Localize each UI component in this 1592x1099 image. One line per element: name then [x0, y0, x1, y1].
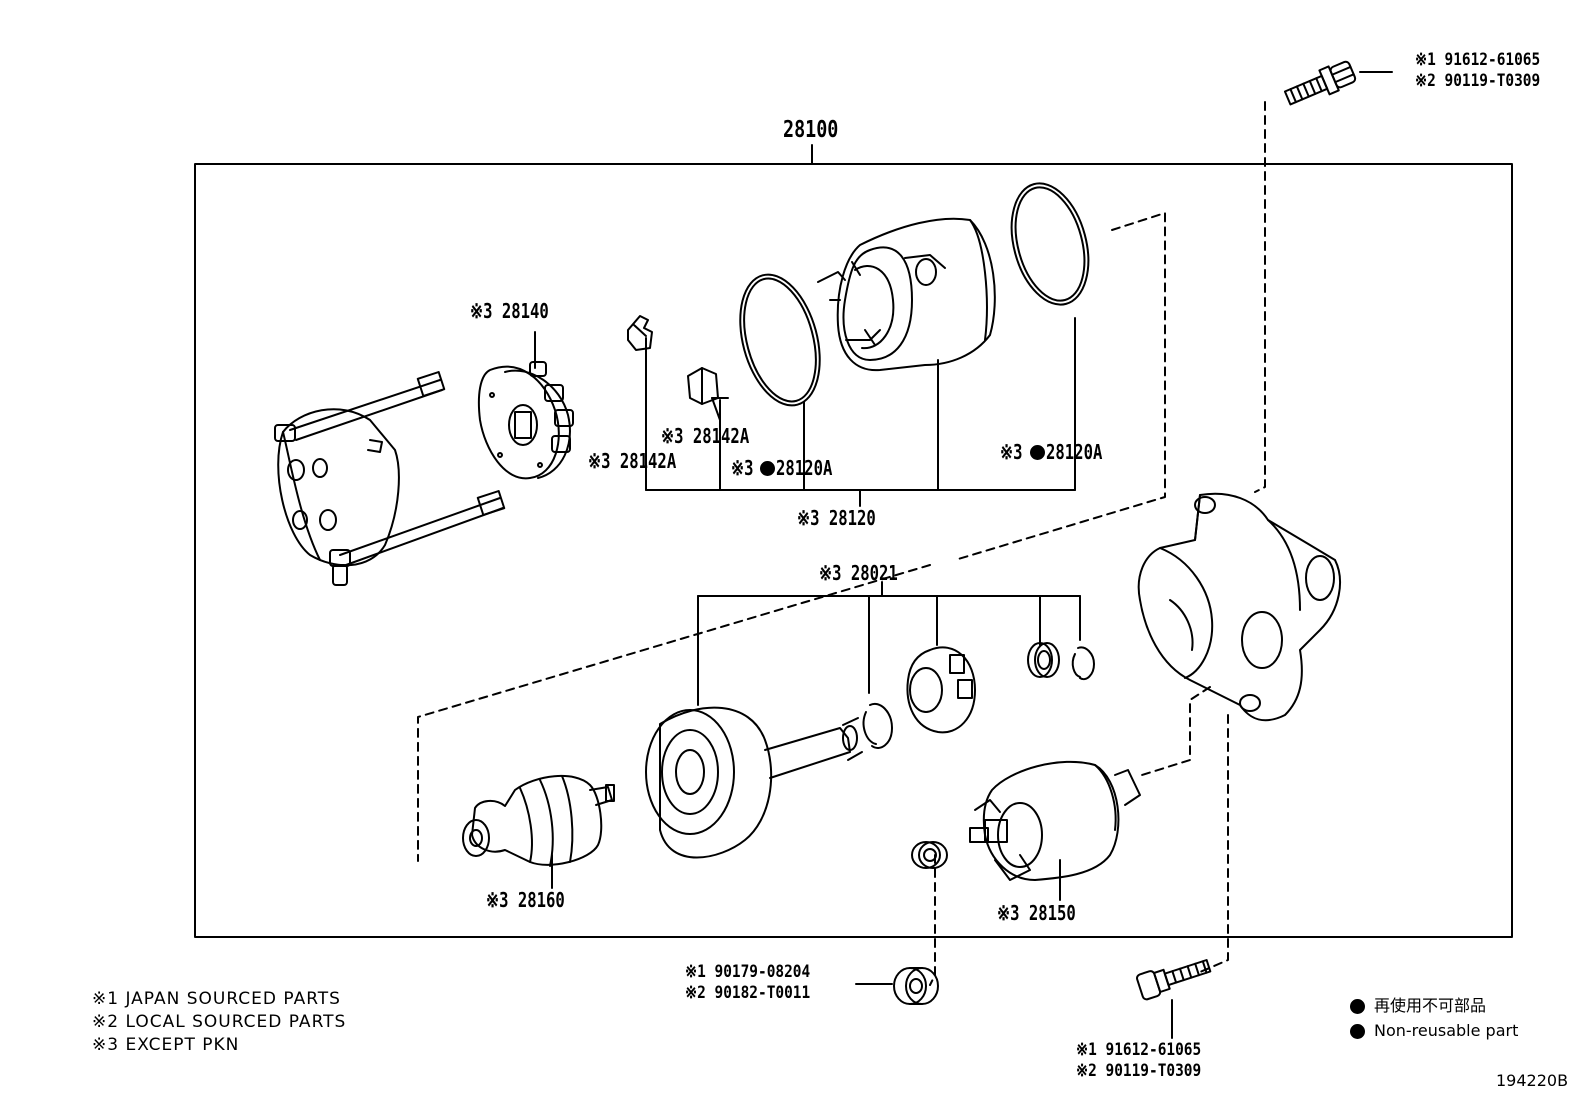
assembly-frame — [194, 163, 1513, 938]
bolt-top-line1: ※1 91612-61065 — [1415, 50, 1541, 70]
bolt-bottom-part-numbers[interactable]: ※1 91612-61065 ※2 90119-T0309 — [1076, 1040, 1201, 1082]
legend-dot-en — [1350, 1024, 1365, 1039]
figure-code: 194220B — [1496, 1071, 1569, 1090]
leader-28142a-upper — [711, 397, 721, 421]
label-28120a-right-prefix: ※3 — [1000, 440, 1023, 464]
o-ring-left-icon — [739, 273, 821, 407]
drive-housing-icon — [1137, 492, 1341, 722]
dashed-guides — [417, 101, 1266, 986]
label-28150[interactable]: ※3 28150 — [997, 901, 1076, 925]
label-28120a-left[interactable]: 28120A — [776, 456, 833, 480]
nut-line2: ※2 90182-T0011 — [685, 983, 811, 1003]
brush-icon — [687, 367, 729, 405]
label-28021[interactable]: ※3 28021 — [819, 561, 898, 585]
nut-line1: ※1 90179-08204 — [685, 962, 811, 982]
collar-icon — [1027, 642, 1060, 678]
assembly-number[interactable]: 28100 — [783, 117, 839, 143]
leader-28021-group — [697, 581, 1081, 706]
bolt-top-part-numbers[interactable]: ※1 91612-61065 ※2 90119-T0309 — [1415, 50, 1540, 92]
note-1: ※1 JAPAN SOURCED PARTS — [92, 989, 341, 1009]
non-reusable-mark-right — [1030, 445, 1045, 460]
snap-ring-icon — [862, 702, 893, 749]
bolt-top-icon — [1283, 60, 1357, 106]
o-ring-right-inner — [1014, 186, 1086, 302]
bolt-bottom-line1: ※1 91612-61065 — [1076, 1040, 1202, 1060]
note-2: ※2 LOCAL SOURCED PARTS — [92, 1012, 347, 1032]
brush-holder-icon — [477, 361, 574, 480]
end-frame-icon — [274, 371, 506, 586]
label-28120a-left-prefix: ※3 — [731, 456, 754, 480]
label-28142a-lower[interactable]: ※3 28142A — [588, 449, 677, 473]
label-28160[interactable]: ※3 28160 — [486, 888, 565, 912]
label-28140[interactable]: ※3 28140 — [470, 299, 549, 323]
label-28120a-right[interactable]: 28120A — [1046, 440, 1103, 464]
o-ring-left-inner — [743, 277, 817, 403]
solenoid-icon — [969, 760, 1141, 881]
armature-drive-icon — [645, 706, 863, 859]
armature-icon — [462, 774, 615, 867]
non-reusable-mark-left — [760, 461, 775, 476]
nut-part-numbers[interactable]: ※1 90179-08204 ※2 90182-T0011 — [685, 962, 810, 1004]
note-3: ※3 EXCEPT PKN — [92, 1035, 240, 1055]
bolt-bottom-icon — [1136, 959, 1212, 1001]
clutch-gear-icon — [906, 646, 976, 734]
bolt-bottom-line2: ※2 90119-T0309 — [1076, 1061, 1202, 1081]
leader-28120-group — [645, 317, 1076, 507]
legend-english: Non-reusable part — [1374, 1021, 1519, 1040]
yoke-icon — [817, 217, 996, 372]
o-ring-right-icon — [1010, 182, 1090, 306]
source-notes: ※1 JAPAN SOURCED PARTS ※2 LOCAL SOURCED … — [92, 988, 346, 1057]
brush-spring-icon — [627, 315, 653, 351]
bolt-top-line2: ※2 90119-T0309 — [1415, 71, 1541, 91]
nut-icon — [893, 967, 939, 1005]
legend-japanese: 再使用不可部品 — [1374, 996, 1487, 1015]
ring-icon — [1071, 646, 1095, 681]
label-28142a-upper[interactable]: ※3 28142A — [661, 424, 750, 448]
legend-dot-jp — [1350, 999, 1365, 1014]
plunger-nut-icon — [911, 841, 948, 869]
label-28120[interactable]: ※3 28120 — [797, 506, 876, 530]
